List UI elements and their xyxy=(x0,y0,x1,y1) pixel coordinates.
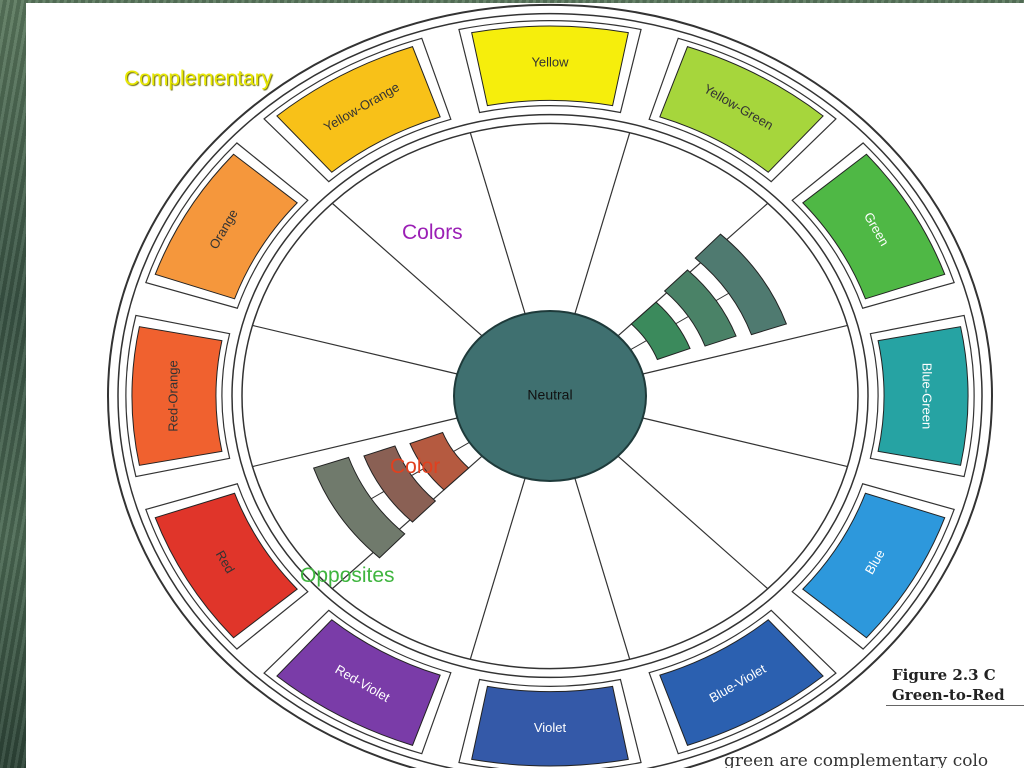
wheel-spoke xyxy=(642,324,848,375)
segment-swatch xyxy=(471,25,629,107)
wheel-inner-ring-inner xyxy=(241,122,859,670)
segment-blue: Blue xyxy=(791,483,955,650)
segment-swatch xyxy=(154,153,298,300)
segment-blue-green: Blue-Green xyxy=(869,314,975,478)
segment-violet: Violet xyxy=(458,678,642,768)
wheel-spoke xyxy=(331,202,483,337)
segment-swatch xyxy=(276,46,441,173)
figure-divider xyxy=(886,705,1024,706)
wheel-spoke xyxy=(469,132,526,315)
figure-caption: Figure 2.3 C Green-to-Red xyxy=(892,665,1005,705)
segment-yellow-green: Yellow-Green xyxy=(648,37,837,183)
red-step-2 xyxy=(363,445,437,523)
segment-swatch xyxy=(802,153,946,300)
figure-caption-line2: Green-to-Red xyxy=(892,686,1005,704)
wheel-spoke xyxy=(252,324,458,375)
segment-swatch xyxy=(877,326,969,466)
green-step-1 xyxy=(630,301,691,361)
segment-label: Violet xyxy=(534,720,567,735)
segment-swatch xyxy=(276,619,441,746)
segment-orange: Orange xyxy=(145,142,309,309)
complementary-label: Complementary xyxy=(124,67,273,90)
segment-label: Blue-Green xyxy=(920,363,935,429)
segment-swatch xyxy=(659,619,824,746)
segment-label: Red-Orange xyxy=(165,360,180,432)
segment-swatch xyxy=(802,492,946,639)
segment-swatch xyxy=(154,492,298,639)
wheel-spoke xyxy=(642,417,848,468)
wheel-outer-border-inner xyxy=(117,13,983,768)
green-step-3 xyxy=(694,233,788,336)
segment-yellow: Yellow xyxy=(458,20,642,114)
segment-label: Yellow xyxy=(531,55,569,70)
segment-red-violet: Red-Violet xyxy=(263,609,452,755)
wheel-spoke xyxy=(574,132,631,315)
color-label: Color xyxy=(390,455,441,478)
color-wheel-diagram: Yellow Yellow-GreenGreenBlue-GreenBlueBlu… xyxy=(107,3,993,768)
segment-green: Green xyxy=(791,142,955,309)
segment-red: Red xyxy=(145,483,309,650)
opposites-label: Opposites xyxy=(300,564,395,587)
red-step-1 xyxy=(409,431,470,491)
figure-body-text: green are complementary colo xyxy=(724,751,989,768)
segment-blue-violet: Blue-Violet xyxy=(648,609,837,755)
segment-swatch xyxy=(131,326,223,466)
neutral-center xyxy=(453,310,647,482)
figure-caption-line1: Figure 2.3 C xyxy=(892,666,996,684)
wheel-spoke xyxy=(252,417,458,468)
wheel-spoke xyxy=(574,477,631,660)
wheel-spoke xyxy=(617,455,769,590)
colors-label: Colors xyxy=(402,221,463,244)
neutral-label: Neutral xyxy=(527,387,572,403)
wheel-spoke xyxy=(469,477,526,660)
red-step-3 xyxy=(312,456,406,559)
segment-swatch xyxy=(659,46,824,173)
green-step-2 xyxy=(663,269,737,347)
segment-yellow-orange: Yellow-Orange xyxy=(263,37,452,183)
segment-red-orange: Red-Orange xyxy=(125,314,231,478)
segment-swatch xyxy=(471,685,629,767)
